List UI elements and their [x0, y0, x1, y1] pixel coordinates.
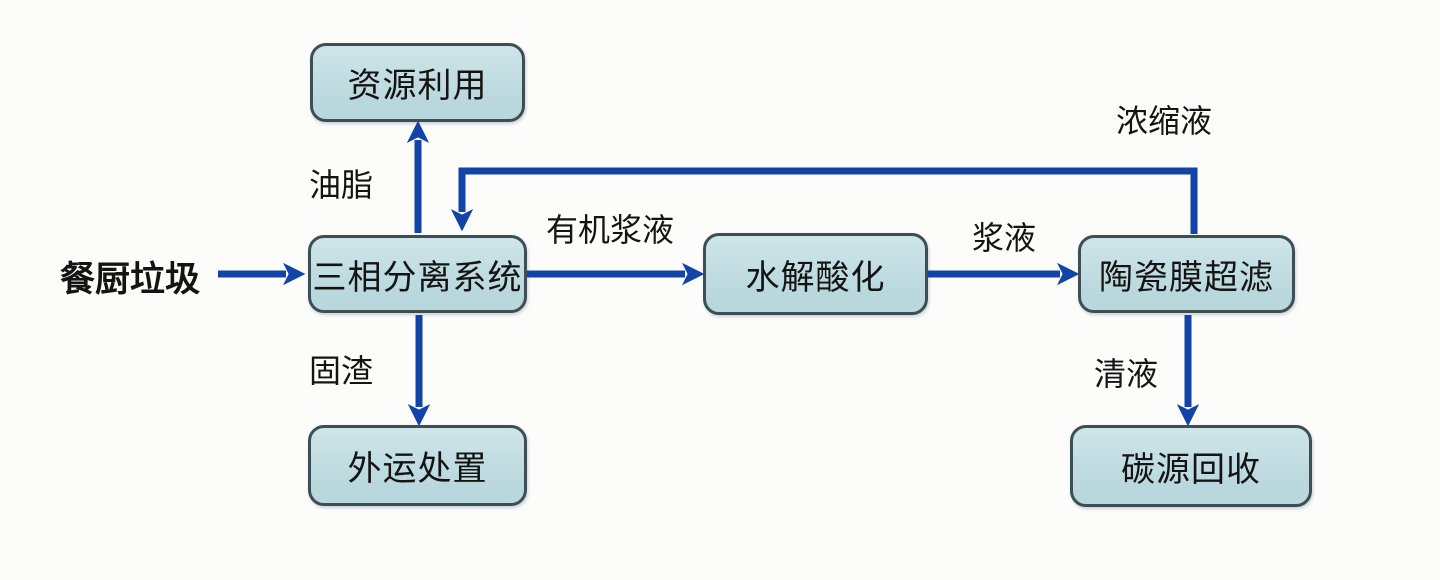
- edge-label-clear-liquid: 清液: [1094, 356, 1159, 392]
- node-label: 陶瓷膜超滤: [1099, 259, 1274, 297]
- flow-node-ceramic-membrane-ultrafiltration: 陶瓷膜超滤: [1078, 235, 1295, 313]
- flow-node-three-phase-separation-system: 三相分离系统: [308, 235, 527, 313]
- node-label: 资源利用: [347, 68, 488, 105]
- edge-label-solid-residue: 固渣: [309, 353, 374, 389]
- node-label: 碳源回收: [1121, 451, 1261, 489]
- flow-node-resource-utilization: 资源利用: [310, 43, 525, 122]
- edge-label-grease: 油脂: [309, 167, 374, 203]
- arrow-concentrate-recycle: [450, 167, 1198, 234]
- node-label: 水解酸化: [745, 259, 886, 297]
- edge-label-organic-slurry: 有机浆液: [546, 212, 675, 248]
- edge-label-slurry: 浆液: [972, 220, 1037, 256]
- flow-node-carbon-source-recovery: 碳源回收: [1070, 425, 1312, 507]
- node-label: 三相分离系统: [312, 259, 523, 297]
- flow-node-hydrolysis-acidification: 水解酸化: [703, 233, 928, 315]
- edge-label-concentrate: 浓缩液: [1116, 103, 1213, 139]
- flow-node-outbound-disposal: 外运处置: [308, 425, 527, 506]
- source-label-kitchen-waste: 餐厨垃圾: [60, 260, 201, 299]
- node-label: 外运处置: [347, 451, 488, 488]
